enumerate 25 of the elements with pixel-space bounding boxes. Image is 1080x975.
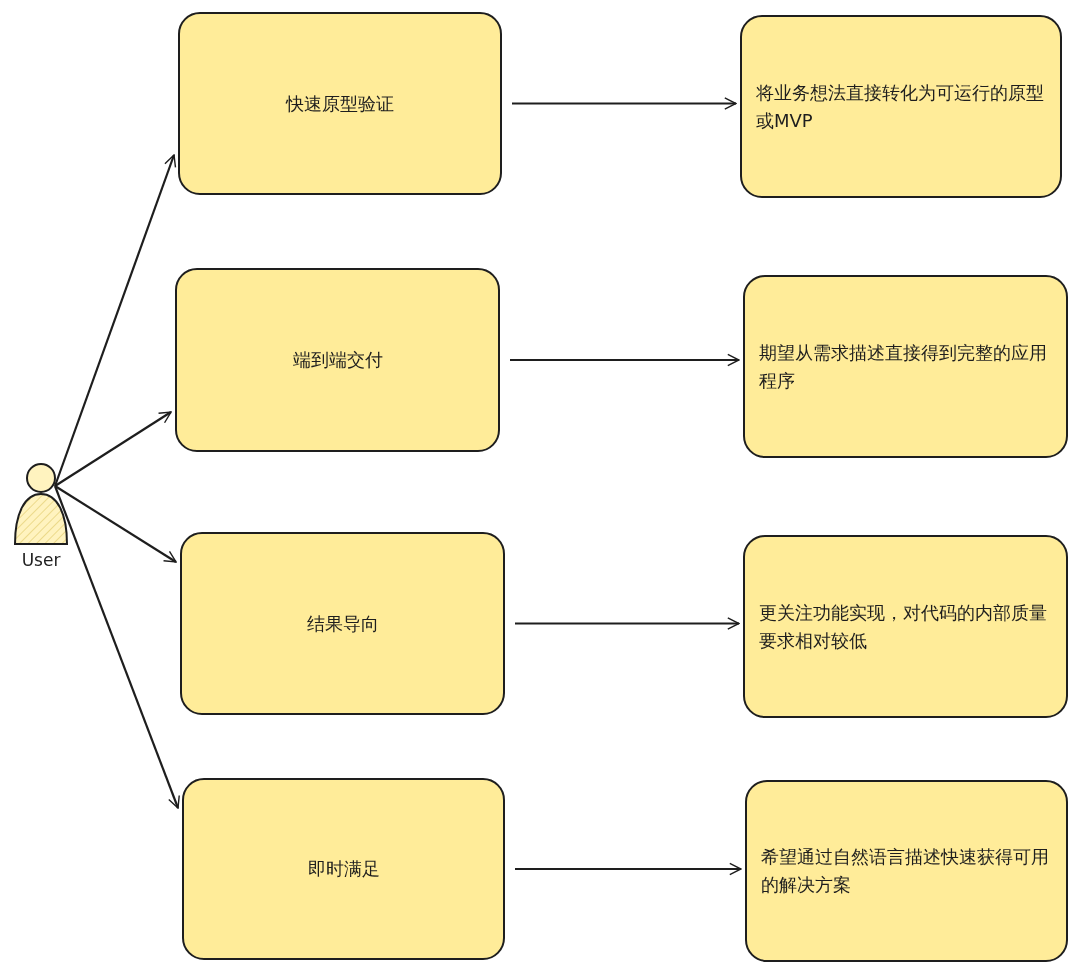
arrow [54,485,177,563]
process-box [182,778,505,960]
box-text: 端到端交付 [292,348,383,373]
box-text: 快速原型验证 [286,91,394,116]
process-box [178,12,502,195]
arrow [515,862,742,876]
box-text: 期望从需求描述直接得到完整的应用程序 [759,340,1048,393]
box-text: 希望通过自然语言描述快速获得可用的解决方案 [761,845,1050,897]
box-text: 即时满足 [307,857,380,882]
arrow [53,154,177,487]
arrow [512,97,737,110]
box-text: 结果导向 [306,611,379,636]
actor-label: User [21,550,61,570]
process-box [743,535,1068,718]
process-box [740,15,1062,198]
process-box [175,268,500,452]
process-box [745,780,1068,962]
process-box [180,532,505,715]
box-text: 更关注功能实现，对代码的内部质量要求相对较低 [759,600,1048,653]
arrow [515,617,740,630]
arrow [53,485,180,809]
box-text: 将业务想法直接转化为可运行的原型或MVP [756,80,1045,133]
arrow [54,411,172,487]
process-box [743,275,1068,458]
arrow [510,353,740,367]
